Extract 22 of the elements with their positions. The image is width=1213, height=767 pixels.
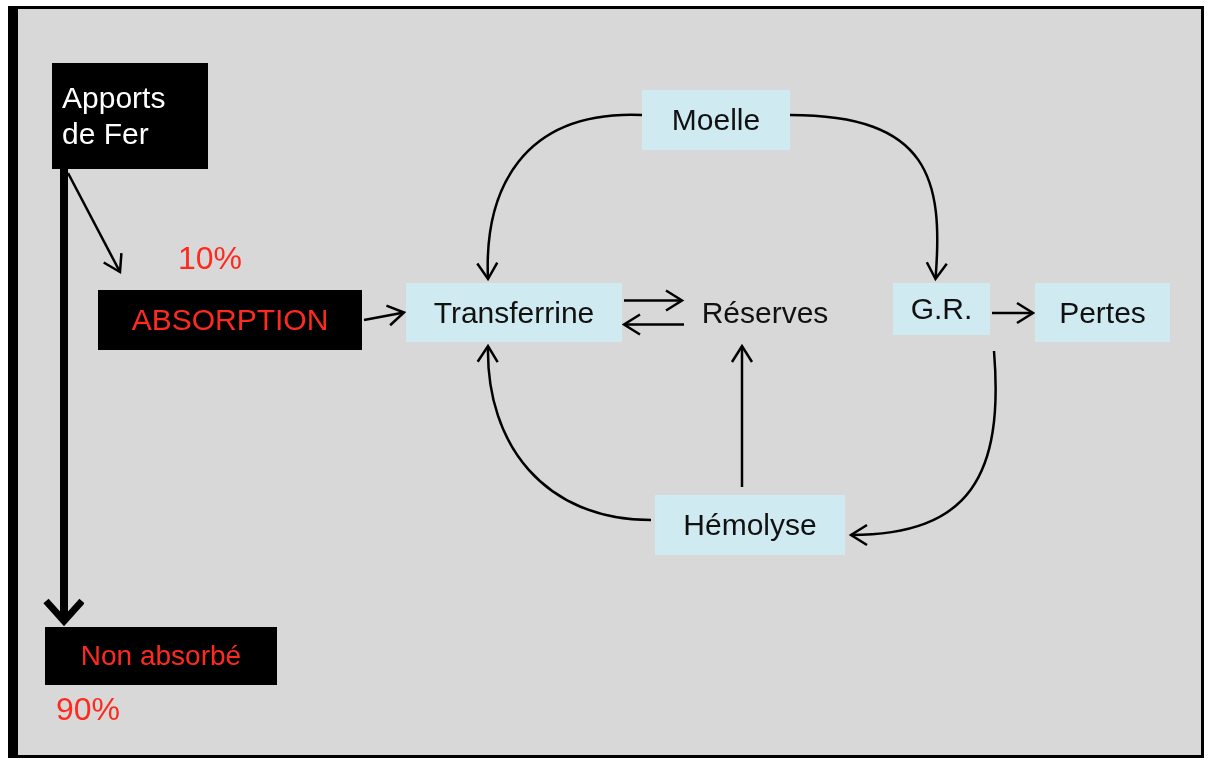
label-box: Transferrine [406,283,622,342]
arrow [363,304,406,327]
percentage-label: 10% [178,240,243,277]
label-box: Pertes [1035,283,1170,342]
arrow [622,313,684,336]
label-box: Apports de Fer [52,63,208,169]
percentage-label: 90% [56,691,121,728]
label-box: G.R. [893,283,990,335]
label-box: ABSORPTION [98,290,362,350]
label-box: Moelle [642,90,790,150]
arrow [789,113,948,281]
label-box: Hémolyse [655,495,845,555]
arrow [476,113,643,281]
arrow [730,344,754,487]
arrow [42,169,86,625]
arrow [477,344,652,522]
label-box: Non absorbé [45,627,277,685]
arrow [992,301,1035,325]
arrow [66,172,123,274]
node-label: Réserves [680,283,850,342]
arrow [624,289,684,312]
arrow [849,350,997,546]
